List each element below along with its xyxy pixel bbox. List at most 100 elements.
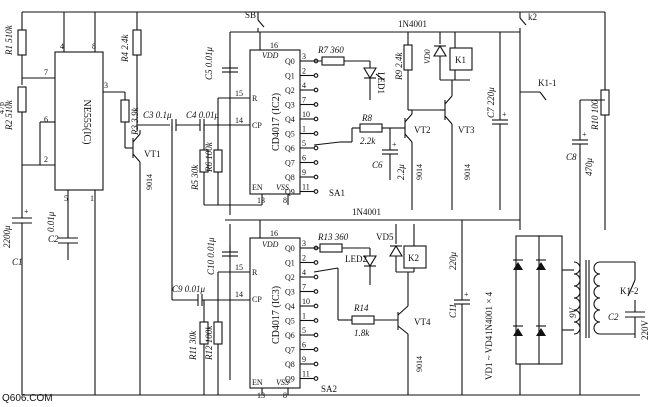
svg-text:R: R: [252, 268, 258, 277]
svg-text:8: 8: [283, 391, 287, 400]
svg-text:1N4001 × 4: 1N4001 × 4: [484, 291, 494, 335]
ic3-selector-contact: [313, 303, 319, 309]
svg-text:14: 14: [235, 290, 243, 299]
svg-text:+: +: [502, 110, 507, 119]
svg-text:R5 30k: R5 30k: [190, 164, 200, 191]
svg-text:LED1: LED1: [376, 72, 386, 94]
diode-vd5: VD5: [376, 224, 403, 272]
diode-mid: 1N4001: [352, 207, 381, 217]
ic2-selector-contact: [313, 174, 319, 180]
svg-text:VDD: VDD: [262, 51, 279, 60]
ic2-selector-contact: [313, 131, 319, 136]
ic3-selector-contact: [313, 274, 319, 280]
transistor-vt3: VT3 9014: [440, 80, 475, 210]
svg-text:VT2: VT2: [414, 125, 431, 135]
led1: LED1: [363, 61, 386, 100]
transistor-vt2: VT2 9014: [398, 109, 440, 210]
ic2-selector-contact: [313, 116, 319, 122]
svg-text:C2: C2: [48, 234, 59, 244]
ic2-label: CD4017 (IC2): [271, 93, 282, 151]
ic2-pin-number: 9: [302, 168, 306, 177]
ne555-pin2: 2: [44, 155, 48, 164]
svg-text:220V: 220V: [640, 320, 650, 341]
ic2-pin-number: 2: [302, 67, 306, 76]
ic3-output-q4: Q4: [285, 302, 295, 311]
resistor-r13: R13 360: [300, 232, 370, 253]
svg-text:R14: R14: [353, 303, 369, 313]
svg-text:C6: C6: [372, 160, 383, 170]
ic3-pin-number: 6: [302, 341, 306, 350]
svg-text:R10 100: R10 100: [590, 99, 600, 131]
ic3-selector-contact: [313, 318, 319, 323]
svg-text:+: +: [24, 207, 29, 216]
ic3-selector-contact: [313, 376, 319, 381]
ic3-label: CD4017 (IC3): [271, 286, 282, 344]
resistor-r14: R14 1.8k: [351, 303, 398, 338]
svg-text:C1: C1: [12, 257, 23, 267]
relay-k1: K1: [440, 32, 473, 81]
diode-vd0: VD0: [423, 32, 447, 80]
svg-text:C2: C2: [608, 312, 619, 322]
ne555-pin8: 8: [92, 42, 96, 51]
capacitor-c9: C9 0.01μ: [172, 284, 250, 306]
ic2-output-q4: Q4: [285, 115, 295, 124]
ne555-timer: NE555(IC) 4 8 7 6 2 3 5 1: [22, 12, 125, 395]
svg-text:SA1: SA1: [329, 188, 345, 198]
svg-text:K2: K2: [408, 253, 419, 263]
svg-text:EN: EN: [252, 183, 263, 192]
selector-sa2: SA2: [313, 267, 352, 394]
svg-text:2.2k: 2.2k: [360, 136, 376, 146]
ic2-pin-number: 7: [302, 96, 306, 105]
svg-text:1.8k: 1.8k: [354, 328, 370, 338]
svg-text:8: 8: [283, 196, 287, 205]
svg-text:R13 360: R13 360: [317, 232, 349, 242]
svg-text:VD5: VD5: [376, 232, 394, 242]
svg-text:SB: SB: [245, 10, 256, 20]
svg-text:VT3: VT3: [458, 125, 475, 135]
ic3-output-q3: Q3: [285, 288, 295, 297]
svg-text:2.2μ: 2.2μ: [396, 164, 406, 180]
ic2-output-q9: Q9: [285, 188, 295, 197]
svg-text:9014: 9014: [415, 164, 424, 180]
resistor-r4: R4 2.4k: [120, 29, 142, 130]
svg-text:470μ: 470μ: [584, 158, 594, 177]
ic3-output-q5: Q5: [285, 317, 295, 326]
cd4017-ic3: CD4017 (IC3) VDD R CP EN VSS 16 15 14 13…: [235, 220, 319, 400]
svg-text:CP: CP: [252, 121, 262, 130]
resistor-r12: R12 100k: [204, 271, 250, 395]
ic2-output-q2: Q2: [285, 86, 295, 95]
contact-k2: k2: [519, 12, 537, 220]
ic3-pin-number: 10: [302, 297, 310, 306]
svg-text:VDD: VDD: [262, 240, 279, 249]
resistor-r10: R10 100: [590, 12, 610, 230]
svg-text:VT1: VT1: [144, 149, 161, 159]
ne555-label: NE555(IC): [81, 100, 92, 145]
bridge-rectifier: 1N4001 × 4 VD1 ~ VD4: [484, 220, 574, 395]
svg-text:2200μ: 2200μ: [2, 225, 12, 248]
svg-text:VD0: VD0: [423, 49, 432, 64]
svg-text:R4 2.4k: R4 2.4k: [120, 34, 130, 63]
svg-text:14: 14: [235, 116, 243, 125]
svg-text:16: 16: [270, 41, 278, 50]
ic2-output-q5: Q5: [285, 130, 295, 139]
capacitor-c7: + C7 220μ: [486, 32, 508, 210]
ic2-pin-number: 1: [302, 125, 306, 134]
ic3-output-q9: Q9: [285, 375, 295, 384]
ic2-pin-number: 4: [302, 81, 306, 90]
svg-text:CP: CP: [252, 295, 262, 304]
resistor-r6: R6 100k: [204, 97, 262, 206]
ic3-output-q1: Q1: [285, 259, 295, 268]
svg-text:VSS: VSS: [276, 183, 289, 192]
capacitor-c6: + C6 2.2μ: [372, 128, 406, 180]
svg-text:K1-2: K1-2: [620, 286, 639, 296]
svg-text:C5 0.01μ: C5 0.01μ: [204, 46, 214, 80]
ic3-selector-contact: [313, 361, 319, 367]
power-rails: [21, 11, 640, 396]
transistor-vt4: VT4 9014: [397, 272, 431, 395]
capacitor-c1: + 2200μ C1: [2, 200, 32, 267]
ic3-output-q6: Q6: [285, 331, 295, 340]
svg-text:R7 360: R7 360: [317, 45, 344, 55]
svg-text:15: 15: [235, 89, 243, 98]
ne555-pin3: 3: [104, 81, 108, 90]
svg-text:R8: R8: [361, 113, 372, 123]
